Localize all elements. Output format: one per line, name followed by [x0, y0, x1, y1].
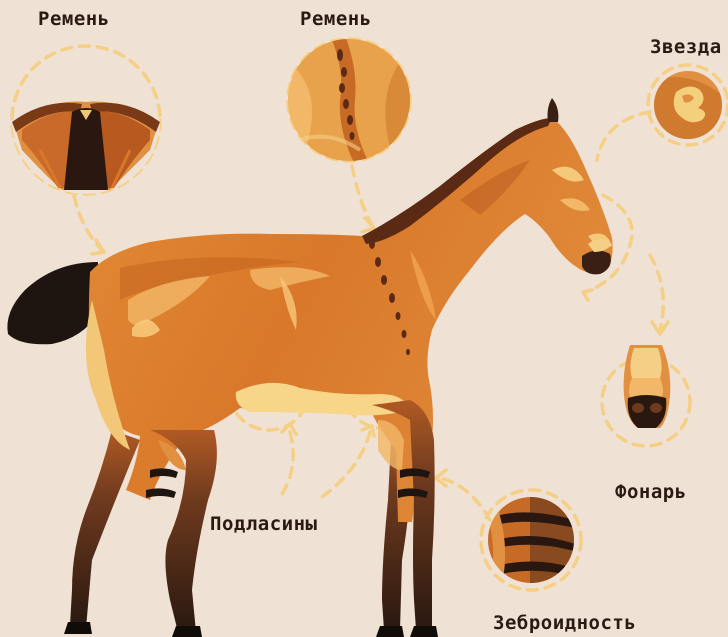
label-lantern: Фонарь: [615, 481, 687, 503]
lantern-connector: [650, 255, 663, 330]
belt-back-detail: [12, 100, 160, 200]
arrowhead-belt-2: [362, 218, 374, 232]
body-silhouette: [89, 118, 613, 522]
mealy-connector-1: [278, 432, 293, 500]
lantern-detail: [624, 345, 671, 428]
label-zebra: Зеброидность: [493, 612, 636, 634]
belt-top-detail: [285, 35, 415, 165]
arrowhead-muzzle: [583, 290, 592, 300]
muzzle: [582, 250, 611, 274]
label-belt-left: Ремень: [38, 8, 110, 30]
tail: [7, 262, 98, 344]
belt-arrow-line-2: [352, 166, 372, 225]
ear: [548, 98, 559, 122]
star-connector: [597, 112, 650, 160]
label-mealy: Подласины: [210, 513, 317, 535]
label-belt-top: Ремень: [300, 8, 372, 30]
far-hind-leg: [70, 430, 140, 628]
zebra-connector: [440, 478, 490, 520]
mealy-connector-2: [318, 432, 370, 500]
label-star: Звезда: [650, 36, 722, 58]
